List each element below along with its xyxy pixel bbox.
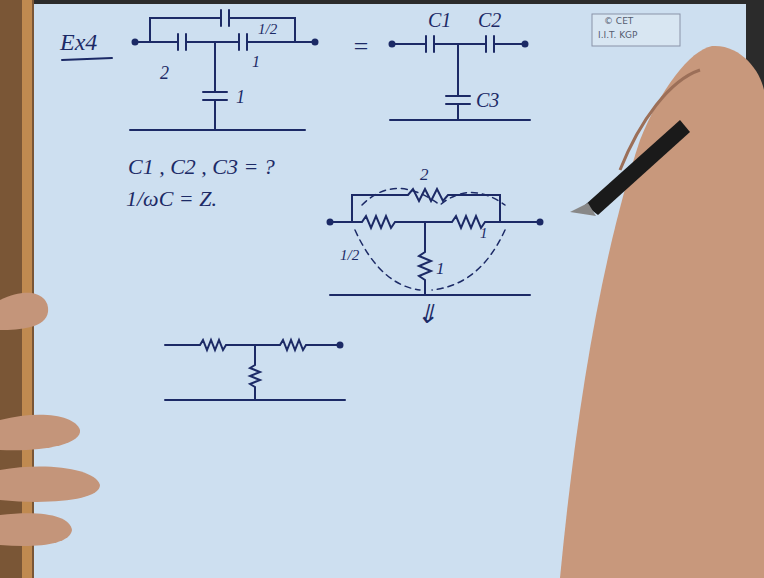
capacitance-value: 2: [160, 64, 169, 82]
capacitor-name: C2: [478, 10, 501, 30]
resistance-value: 1: [480, 226, 488, 241]
capacitor-name: C1: [428, 10, 451, 30]
equals-sign: =: [352, 34, 370, 60]
capacitance-value: 1/2: [258, 22, 277, 37]
resistance-value: 2: [420, 166, 429, 183]
transform-arrow: ⇓: [416, 302, 438, 328]
resistance-value: 1/2: [340, 248, 359, 263]
question-text: C1 , C2 , C3 = ?: [128, 156, 275, 178]
capacitor-name: C3: [476, 90, 499, 110]
watermark: I.I.T. KGP: [598, 31, 638, 40]
watermark: © CET: [604, 17, 633, 26]
example-number: Ex4: [60, 30, 97, 54]
capacitance-value: 1: [236, 88, 245, 106]
resistance-value: 1: [436, 260, 445, 277]
capacitance-value: 1: [252, 54, 260, 70]
impedance-note: 1/ωC = Z.: [126, 188, 217, 210]
